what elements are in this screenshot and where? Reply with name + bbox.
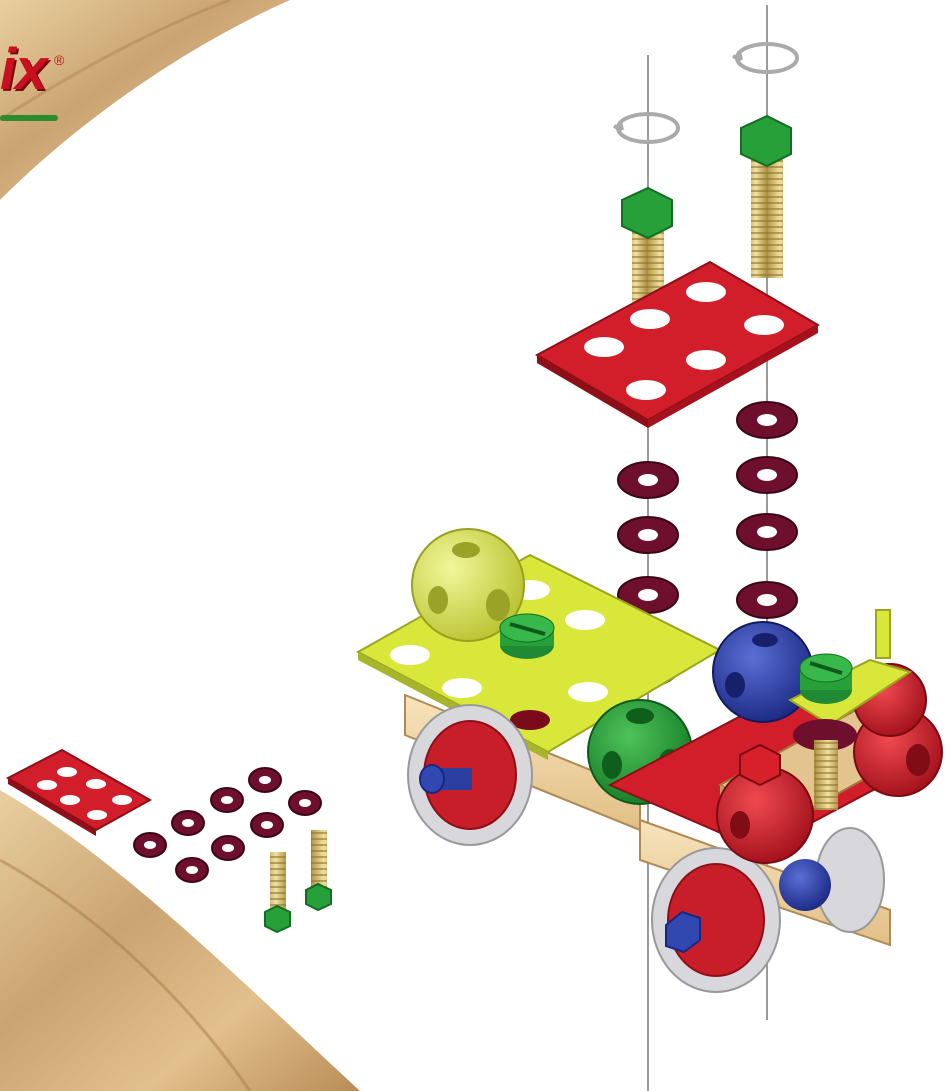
registered-mark: ® bbox=[54, 52, 64, 68]
wheel-front bbox=[652, 848, 780, 992]
slotted-screw-head bbox=[500, 614, 554, 659]
wood-background-bottom-left bbox=[0, 790, 360, 1091]
red-hex-nut bbox=[740, 745, 780, 785]
brand-logo: ix bbox=[0, 36, 46, 103]
parts-bolt bbox=[265, 852, 290, 932]
blue-cube bbox=[713, 622, 813, 722]
wheel-back bbox=[408, 705, 532, 845]
rotate-arrow-icon bbox=[614, 114, 678, 142]
rotate-arrow-icon bbox=[733, 44, 797, 72]
logo-underline bbox=[0, 115, 58, 121]
parts-bolt bbox=[306, 830, 331, 910]
parts-washers bbox=[134, 768, 321, 882]
blue-cube-small bbox=[779, 859, 831, 911]
bolt-right bbox=[741, 116, 791, 278]
slotted-screw-head bbox=[800, 654, 852, 704]
